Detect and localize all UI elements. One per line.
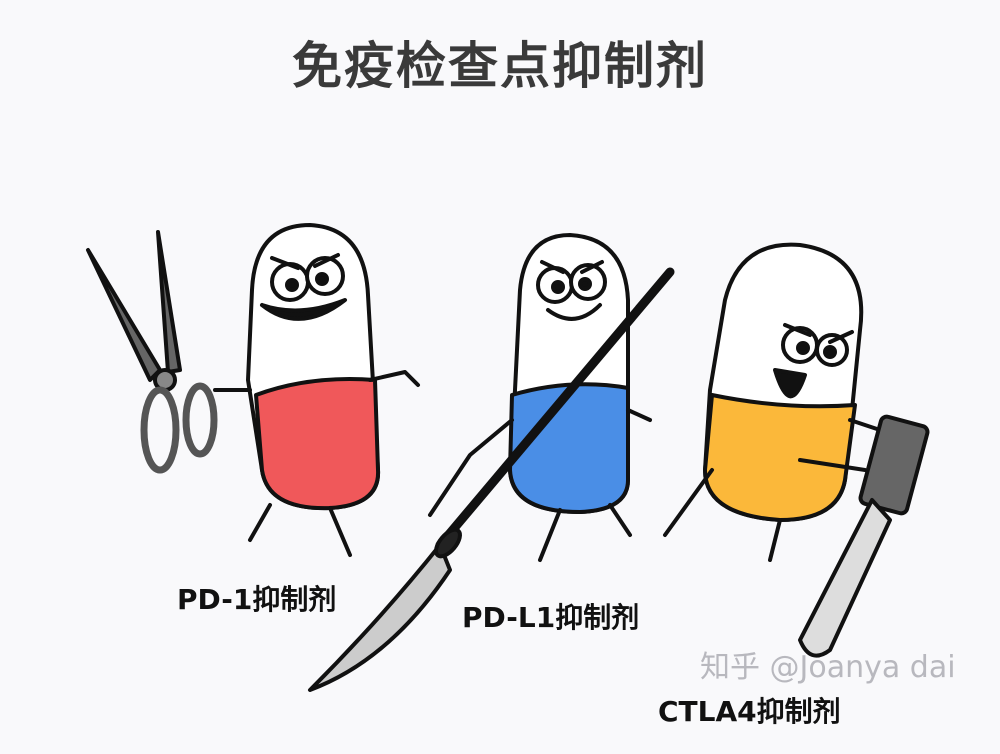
pd1-label: PD-1抑制剂 [177, 583, 337, 616]
pdl1-label: PD-L1抑制剂 [462, 601, 640, 634]
chainsaw-icon [798, 414, 930, 658]
ctla4-pill-character [663, 242, 882, 562]
glaive-icon [308, 267, 675, 692]
pdl1-pill-character [428, 233, 652, 562]
page-title: 免疫检查点抑制剂 [292, 37, 708, 95]
watermark: 知乎 @Joanya dai [700, 650, 956, 685]
ctla4-label: CTLA4抑制剂 [658, 695, 841, 728]
pd1-pill-character [213, 223, 420, 557]
scissors-icon [86, 230, 218, 474]
